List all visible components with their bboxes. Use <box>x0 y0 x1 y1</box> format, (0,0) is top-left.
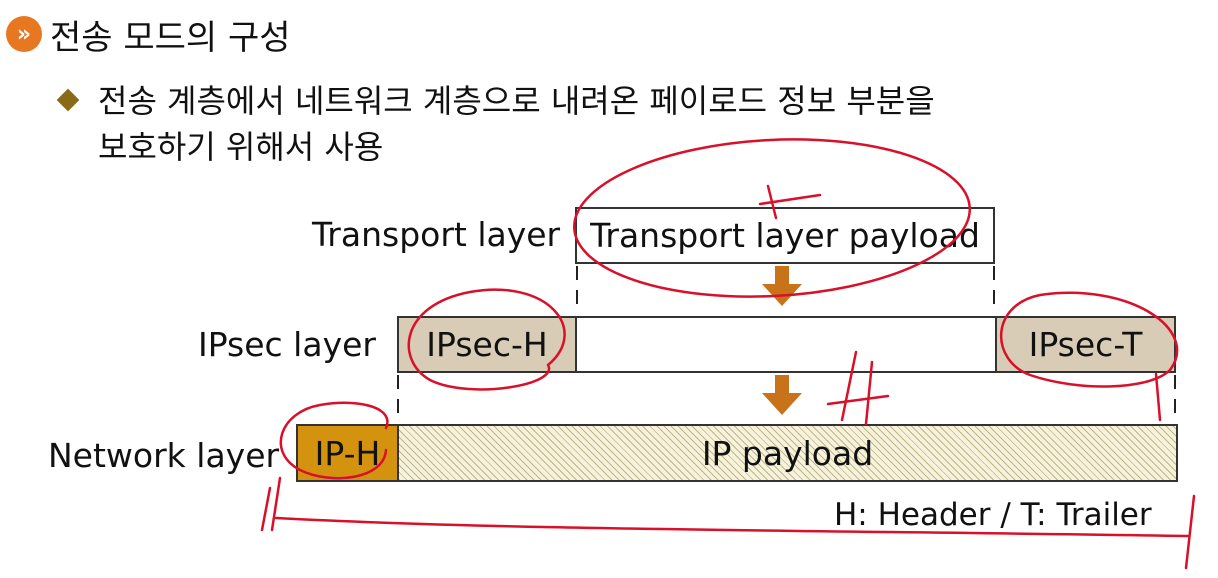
ipsec-layer-label: IPsec layer <box>198 325 376 364</box>
double-chevron-right-icon: » <box>6 16 42 52</box>
bullet-text-line-1: 전송 계층에서 네트워크 계층으로 내려온 페이로드 정보 부분을 <box>98 82 935 120</box>
guide-lines <box>397 266 1176 422</box>
bullet-point: 전송 계층에서 네트워크 계층으로 내려온 페이로드 정보 부분을 보호하기 위… <box>56 78 1118 170</box>
handwritten-annotations <box>260 138 1196 570</box>
down-arrow-icon <box>762 266 802 306</box>
bullet-text-line-2: 보호하기 위해서 사용 <box>98 128 384 166</box>
slide-title: » 전송 모드의 구성 <box>6 10 291 58</box>
legend-text: H: Header / T: Trailer <box>834 497 1152 533</box>
ip-payload-box: IP payload <box>397 424 1178 482</box>
transport-layer-label: Transport layer <box>312 215 561 254</box>
down-arrow-icon-2 <box>762 375 802 415</box>
transport-payload-box: Transport layer payload <box>575 207 995 264</box>
ipsec-trailer-box: IPsec-T <box>995 316 1176 373</box>
network-layer-label: Network layer <box>48 436 280 475</box>
bullet-text: 전송 계층에서 네트워크 계층으로 내려온 페이로드 정보 부분을 보호하기 위… <box>98 78 1118 170</box>
slide-title-text: 전송 모드의 구성 <box>50 17 291 58</box>
ip-header-box: IP-H <box>296 424 399 482</box>
